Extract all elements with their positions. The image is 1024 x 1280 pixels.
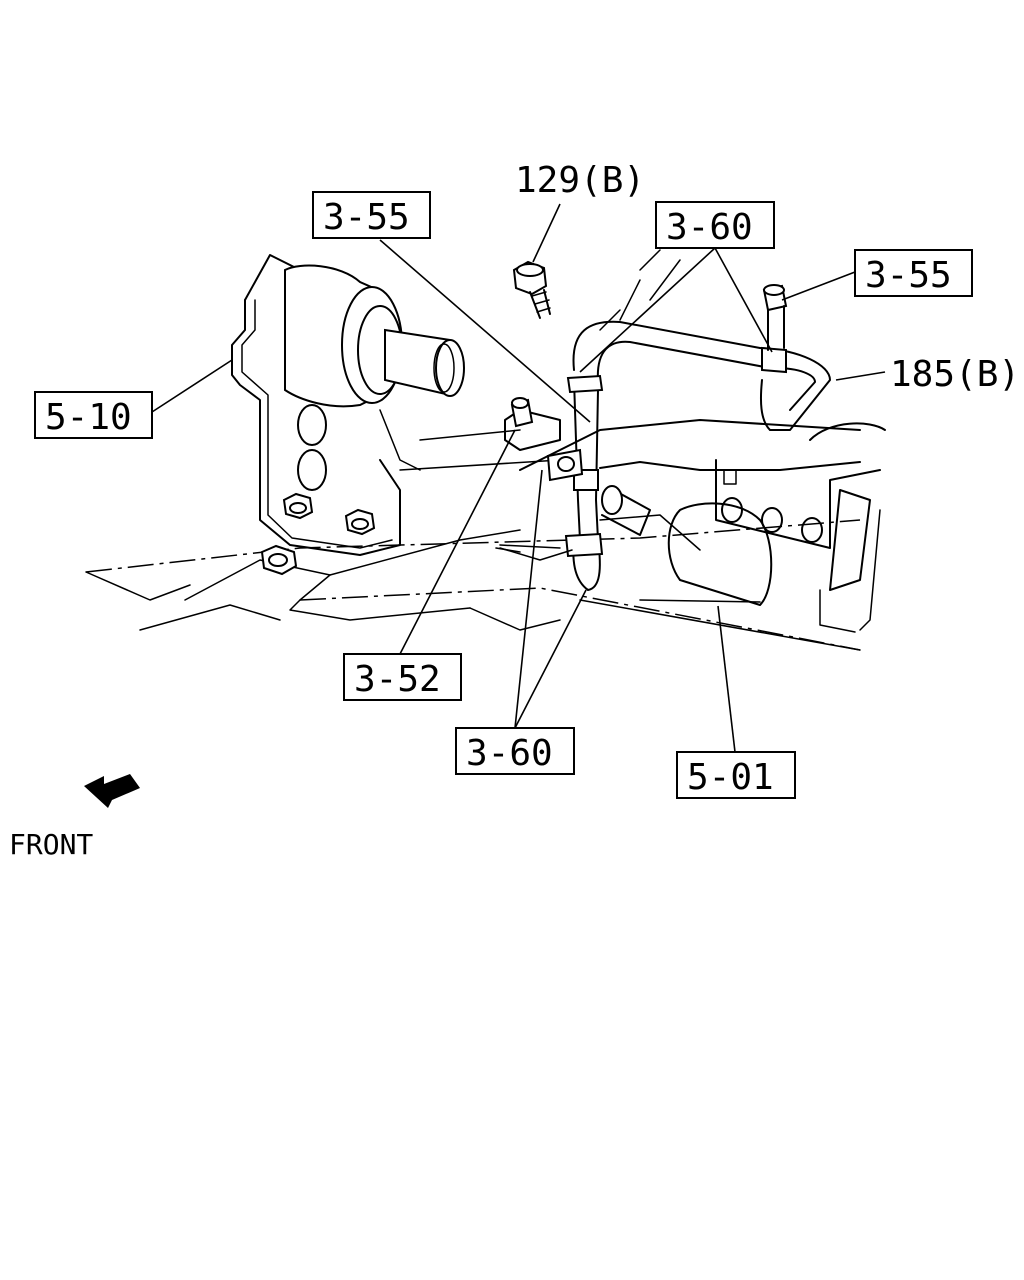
callout-5-01-text: 5-01: [687, 757, 774, 798]
callout-3-52: 3-52: [343, 653, 462, 701]
mount-bushing: [284, 264, 465, 408]
callout-5-10-text: 5-10: [45, 397, 132, 438]
leader-lines: [151, 203, 886, 753]
bolt-129b: [512, 260, 551, 319]
callout-3-55-right: 3-55: [854, 249, 973, 297]
callout-3-60-top-text: 3-60: [666, 207, 753, 248]
callout-3-55-left-text: 3-55: [323, 197, 410, 238]
front-label: FRONT: [9, 828, 93, 861]
callout-3-52-text: 3-52: [354, 659, 441, 700]
front-arrow-icon: [84, 774, 140, 808]
callout-3-60-top: 3-60: [655, 201, 775, 249]
callout-5-01: 5-01: [676, 751, 796, 799]
label-129b: 129(B): [515, 160, 645, 201]
fitting-3-55-right: [762, 284, 788, 351]
callout-5-10: 5-10: [34, 391, 153, 439]
callout-3-60-bottom-text: 3-60: [466, 733, 553, 774]
label-185b: 185(B): [890, 354, 1020, 395]
nut-left: [282, 492, 314, 520]
callout-3-55-left: 3-55: [312, 191, 431, 239]
nut-right: [344, 508, 376, 536]
callout-3-60-bottom: 3-60: [455, 727, 575, 775]
callout-3-55-right-text: 3-55: [865, 255, 952, 296]
hose-assembly: [499, 320, 831, 591]
chassis-frame: [85, 249, 886, 651]
nut-lower: [260, 544, 298, 576]
engine-mount-bracket: [231, 254, 421, 576]
